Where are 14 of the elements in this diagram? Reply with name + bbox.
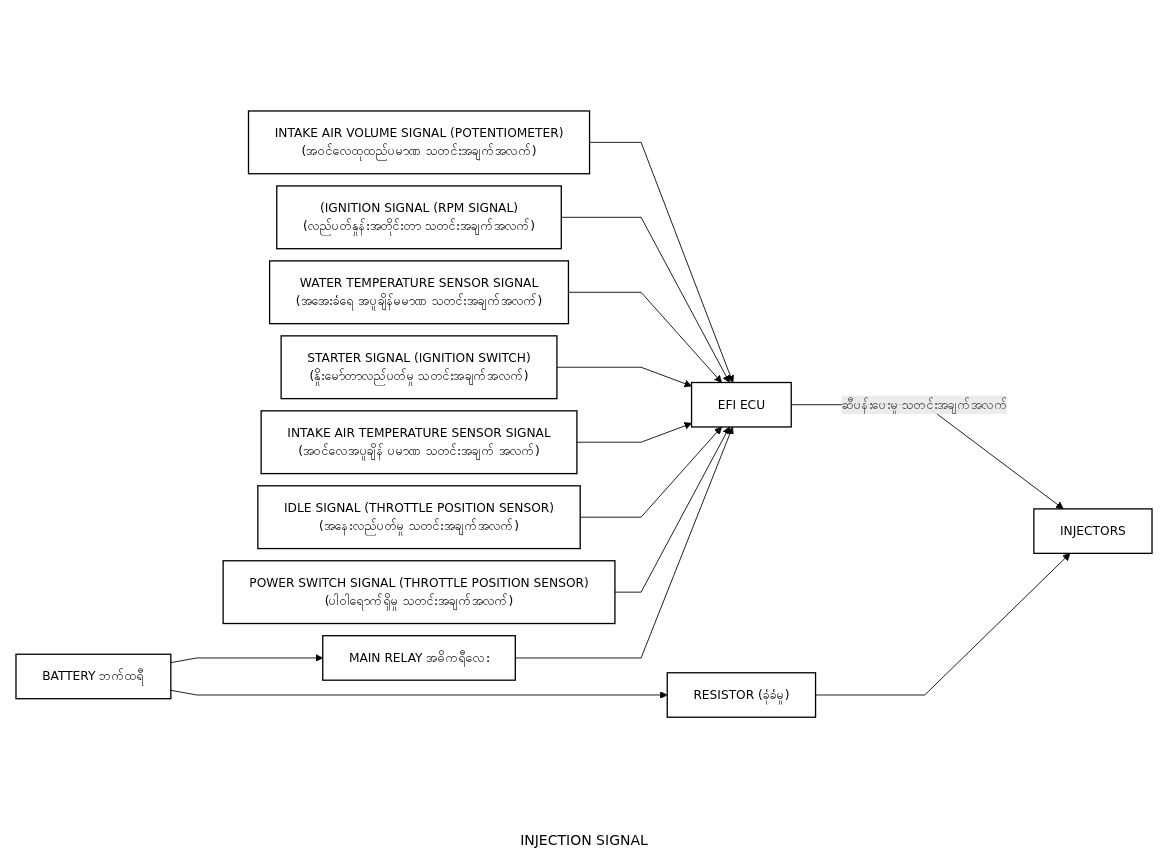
node-box: STARTER SIGNAL (IGNITION SWITCH) (နှိုးမော်တာလည်ပတ်မှု သတင်းအချက်အလက်) [280,335,558,400]
node-box: INJECTORS [1033,508,1153,554]
node-box: MAIN RELAY အဓိကရီလေး [322,634,516,681]
node-box: INTAKE AIR TEMPERATURE SENSOR SIGNAL (အဝင်လေအပူချိန် ပမာဏ သတင်းအချက် အလက်) [260,410,578,475]
node-box: (IGNITION SIGNAL (RPM SIGNAL) (လည်ပတ်နှုန်းအတိုင်းတာ သတင်းအချက်အလက်) [276,185,562,250]
node-box: IDLE SIGNAL (THROTTLE POSITION SENSOR) (အနေးလည်ပတ်မှု သတင်းအချက်အလက်) [257,485,581,550]
signal-label: INJECTION SIGNAL [520,832,648,848]
node-box: POWER SWITCH SIGNAL (THROTTLE POSITION SENSOR) (ပါဝါရောက်ရှိမှု သတင်းအချက်အလက်) [222,560,616,625]
node-box: WATER TEMPERATURE SENSOR SIGNAL (အအေးခံရေ အပူချိန်မမာဏ သတင်းအချက်အလက်) [268,260,570,325]
edge-label: ဆီပန်းပေးမှု သတင်းအချက်အလက် [841,397,1008,412]
node-box: BATTERY ဘက်ထရီ [15,653,172,700]
node-box: RESISTOR (ခုံခံမှု) [666,672,817,718]
node-box: EFI ECU [690,381,792,428]
node-box: INTAKE AIR VOLUME SIGNAL (POTENTIOMETER) (အဝင်လေထုထည်ပမာဏ သတင်းအချက်အလက်) [247,110,591,175]
